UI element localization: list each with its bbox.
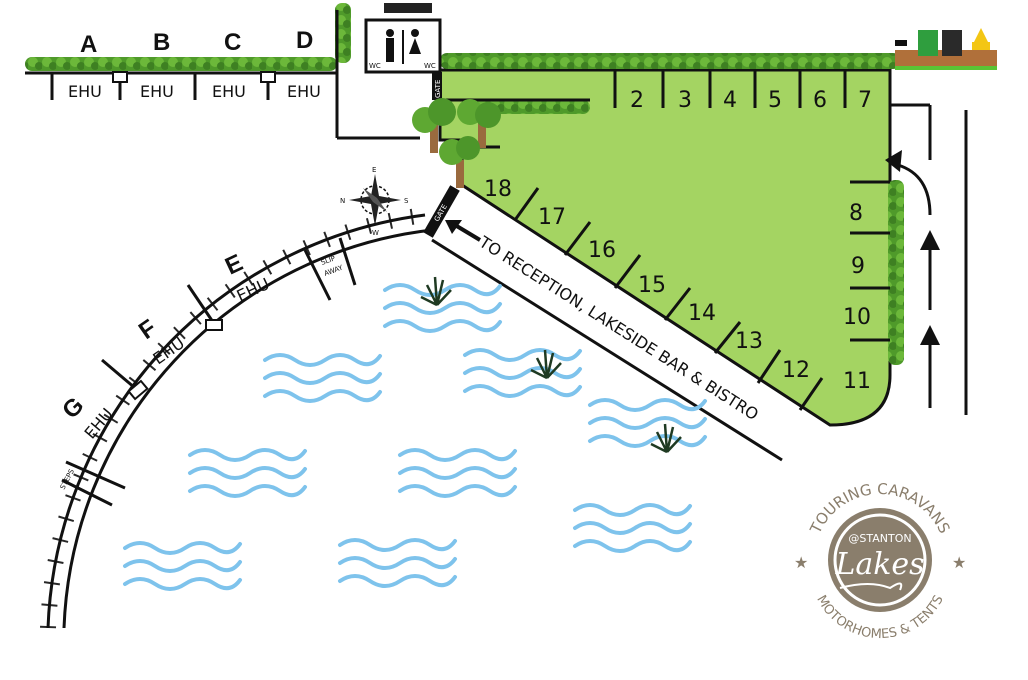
wave-mark [338,538,457,552]
wave-mark [463,384,582,398]
row-label-b: B [153,29,170,56]
ehu-label-c: EHU [212,82,246,101]
gate-label-top: GATE [434,80,442,98]
ehu-label-e: EHU [234,274,273,306]
curved-arrow-icon [897,163,932,216]
pitch-12: 12 [782,358,810,383]
ehu-label-b: EHU [140,82,174,101]
pitch-5: 5 [768,88,782,113]
wave-mark [188,484,307,498]
black-bin-icon [942,30,962,56]
row-label-c: C [224,29,241,56]
pitches-8-11: 8 9 10 11 [843,180,890,394]
driveway [885,103,968,415]
pitch-10: 10 [843,305,871,330]
wave-mark [123,577,242,591]
stanton-lakes-logo: TOURING CARAVANS MOTORHOMES & TENTS @STA… [794,480,966,642]
arrow-up-icon [920,230,940,250]
pitch-18: 18 [484,177,512,202]
row-label-d: D [296,27,313,54]
arrow-up-icon [920,325,940,345]
wave-mark [263,353,382,367]
wave-mark [398,448,517,462]
wave-mark [263,389,382,403]
man-icon [386,29,394,37]
pitch-8: 8 [849,201,863,226]
slipway-label-2: AWAY [323,263,345,277]
arrow-icon [453,223,482,242]
row-label-g: G [57,392,89,424]
wave-mark [463,348,582,362]
pitch-11: 11 [843,369,871,394]
row-label-e: E [221,249,247,280]
facilities [895,28,997,70]
pitches-2-7: 2 3 4 5 6 7 [613,70,872,113]
hedge-top-right [440,53,900,69]
wave-mark [188,448,307,462]
wave-mark [383,301,502,315]
hedge-right [888,180,904,365]
toilet-block: WC WC GATE [364,3,442,100]
pitch-14: 14 [688,301,716,326]
wc-label-right: WC [424,62,436,70]
pitch-13: 13 [735,329,763,354]
water-tap-icon [895,40,907,46]
pitch-6: 6 [813,88,827,113]
wave-mark [338,574,457,588]
wave-mark [123,541,242,555]
pitch-17: 17 [538,205,566,230]
wave-mark [588,398,707,412]
hedge-vertical [335,3,351,63]
ehu-label-d: EHU [287,82,321,101]
compass-s: S [404,197,409,205]
wave-mark [383,283,502,297]
hedge-top-left [25,57,337,71]
wc-label-left: WC [369,62,381,70]
trees [412,98,501,188]
ehu-label-a: EHU [68,82,102,101]
compass-icon: E N S W [340,166,409,237]
row-label-a: A [80,31,97,58]
wave-mark [398,484,517,498]
wave-mark [123,559,242,573]
pitch-2: 2 [630,88,644,113]
wave-mark [463,366,582,380]
wave-mark [263,371,382,385]
reeds [420,276,682,454]
chemical-waste-icon [974,28,988,42]
logo-at-text: @STANTON [848,532,911,545]
lake-water [123,283,707,591]
compass-n: N [340,197,345,205]
pitches-12-18: 18 17 16 15 14 13 12 [484,177,824,411]
wave-mark [573,503,692,517]
pitches-a-d: A B C D EHU EHU EHU EHU [25,10,420,140]
pitch-15: 15 [638,273,666,298]
pitch-3: 3 [678,88,692,113]
row-label-f: F [134,314,162,345]
wave-mark [398,466,517,480]
pitch-4: 4 [723,88,737,113]
woman-icon [411,29,419,37]
wave-mark [588,416,707,430]
pitch-16: 16 [588,238,616,263]
slipway-label-1: SLIP [320,254,336,267]
wave-mark [573,521,692,535]
wave-mark [338,556,457,570]
wave-mark [188,466,307,480]
compass-w: W [372,229,379,237]
compass-e: E [372,166,376,174]
star-icon: ★ [952,555,966,572]
wave-mark [588,434,707,448]
pitch-7: 7 [858,88,872,113]
wave-mark [573,539,692,553]
logo-name: Lakes [834,547,924,582]
star-icon: ★ [794,555,808,572]
wave-mark [383,319,502,333]
green-bin-icon [918,30,938,56]
pitch-9: 9 [851,254,865,279]
